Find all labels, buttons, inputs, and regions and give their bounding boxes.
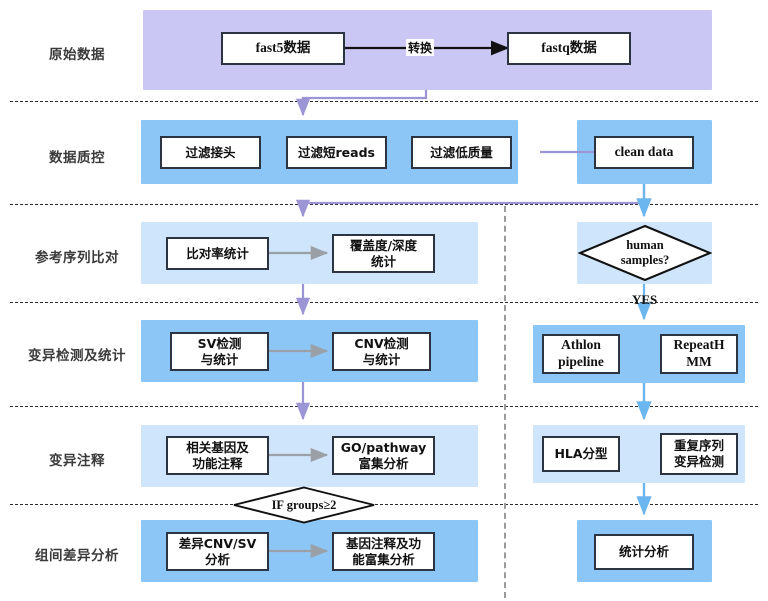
stage-label-data-qc: 数据质控	[49, 150, 105, 165]
separator-align-variant	[10, 302, 758, 303]
decision-human-samples[interactable]: human samples?	[578, 224, 712, 282]
node-gene-enrich[interactable]: 基因注释及功 能富集分析	[332, 532, 435, 571]
node-hla-typing[interactable]: HLA分型	[542, 436, 620, 472]
node-go-pathway[interactable]: GO/pathway 富集分析	[332, 436, 435, 475]
node-sv-detect[interactable]: SV检测 与统计	[170, 332, 269, 371]
separator-vertical-human-branch	[504, 206, 506, 598]
decision-if-groups[interactable]: IF groups≥2	[232, 486, 376, 524]
node-filter-adapter[interactable]: 过滤接头	[160, 136, 261, 169]
separator-raw-qc	[10, 101, 758, 102]
node-repeat-variant[interactable]: 重复序列 变异检测	[660, 433, 738, 475]
node-athlon-pipeline[interactable]: Athlon pipeline	[542, 334, 620, 374]
node-coverage-depth[interactable]: 覆盖度/深度 统计	[332, 234, 435, 273]
separator-variant-annot	[10, 406, 758, 407]
stage-label-reference-align: 参考序列比对	[35, 250, 119, 265]
node-diff-cnvsv[interactable]: 差异CNV/SV 分析	[166, 532, 269, 571]
node-stat-analysis[interactable]: 统计分析	[594, 534, 694, 570]
separator-qc-align	[10, 204, 758, 205]
node-filter-short[interactable]: 过滤短reads	[286, 136, 387, 169]
stage-label-variant-calling: 变异检测及统计	[28, 348, 126, 363]
stage-label-raw-data: 原始数据	[49, 47, 105, 62]
separator-annot-group	[10, 504, 758, 505]
node-clean-data[interactable]: clean data	[594, 136, 694, 169]
stage-label-group-diff: 组间差异分析	[35, 548, 119, 563]
node-gene-annot[interactable]: 相关基因及 功能注释	[166, 436, 269, 475]
node-repeathmm[interactable]: RepeatH MM	[660, 334, 738, 374]
node-cnv-detect[interactable]: CNV检测 与统计	[332, 332, 431, 371]
edge-label-yes: YES	[632, 292, 658, 307]
stage-label-variant-annot: 变异注释	[49, 453, 105, 468]
node-fastq[interactable]: fastq数据	[507, 32, 631, 65]
node-align-rate[interactable]: 比对率统计	[166, 237, 269, 270]
node-filter-lowqual[interactable]: 过滤低质量	[411, 136, 512, 169]
edge-label-convert: 转换	[406, 39, 435, 56]
node-fast5[interactable]: fast5数据	[221, 32, 345, 65]
